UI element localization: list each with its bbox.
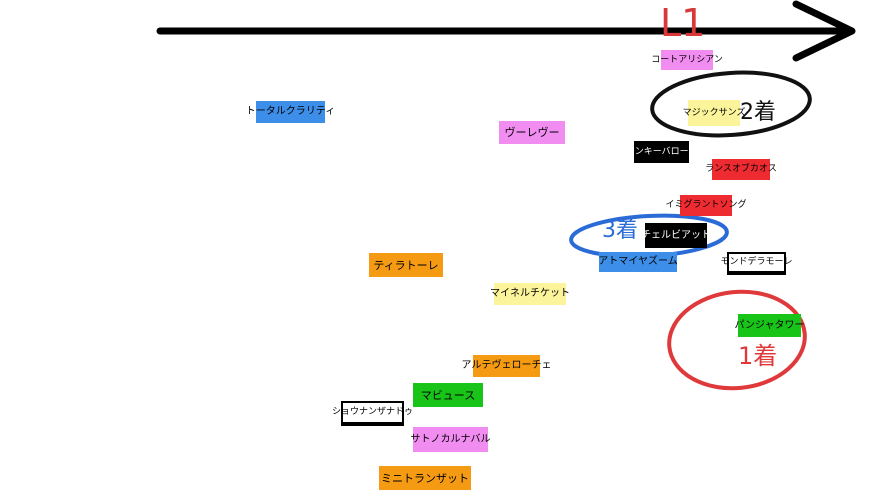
- horse-label-alte-velochte: アルテヴェローチェ: [462, 355, 551, 377]
- third-place-label: 3着: [602, 218, 638, 243]
- horse-label-panja-tower: パンジャタワー: [735, 314, 805, 337]
- horse-label-total-quality: トータルクラリティ: [246, 101, 335, 123]
- horse-label-mini-transat: ミニトランザット: [379, 466, 471, 490]
- horse-label-sato-no-carnaval: サトノカルナバル: [411, 427, 491, 452]
- direction-arrow: [156, 0, 856, 62]
- first-place-label: 1着: [738, 342, 778, 370]
- first-place-circle: [667, 289, 807, 391]
- horse-label-magic-sands: マジックサンズ: [683, 100, 745, 126]
- horse-label-atomic-zoom: アトマイヤズーム: [598, 252, 678, 272]
- horse-label-tira-toure: ティラトーレ: [369, 253, 443, 277]
- horse-label-monde-de-mole: モンドデラモーレ: [721, 252, 793, 275]
- horse-label-mabeus: マビュース: [413, 383, 483, 407]
- horse-label-immigrant-song: イミグラントソング: [666, 195, 747, 216]
- horse-label-shonan-zanado: ショウナンザナドゥ: [332, 401, 413, 426]
- horse-label-verevu: ヴーレヴー: [499, 121, 565, 144]
- horse-label-yankee-bar-rose: ヤンキーバローズ: [626, 141, 697, 163]
- horse-label-mainel-ticket: マイネルチケット: [490, 283, 570, 305]
- horse-label-lance-of-chaos: ランスオブカオス: [705, 159, 777, 180]
- horse-label-court-alicia: コートアリシアン: [651, 50, 723, 70]
- second-place-label: 2着: [740, 100, 776, 125]
- horse-label-chelbiat: チェルビアット: [641, 223, 711, 248]
- second-place-circle: [650, 70, 812, 138]
- direction-label: L1: [660, 1, 706, 45]
